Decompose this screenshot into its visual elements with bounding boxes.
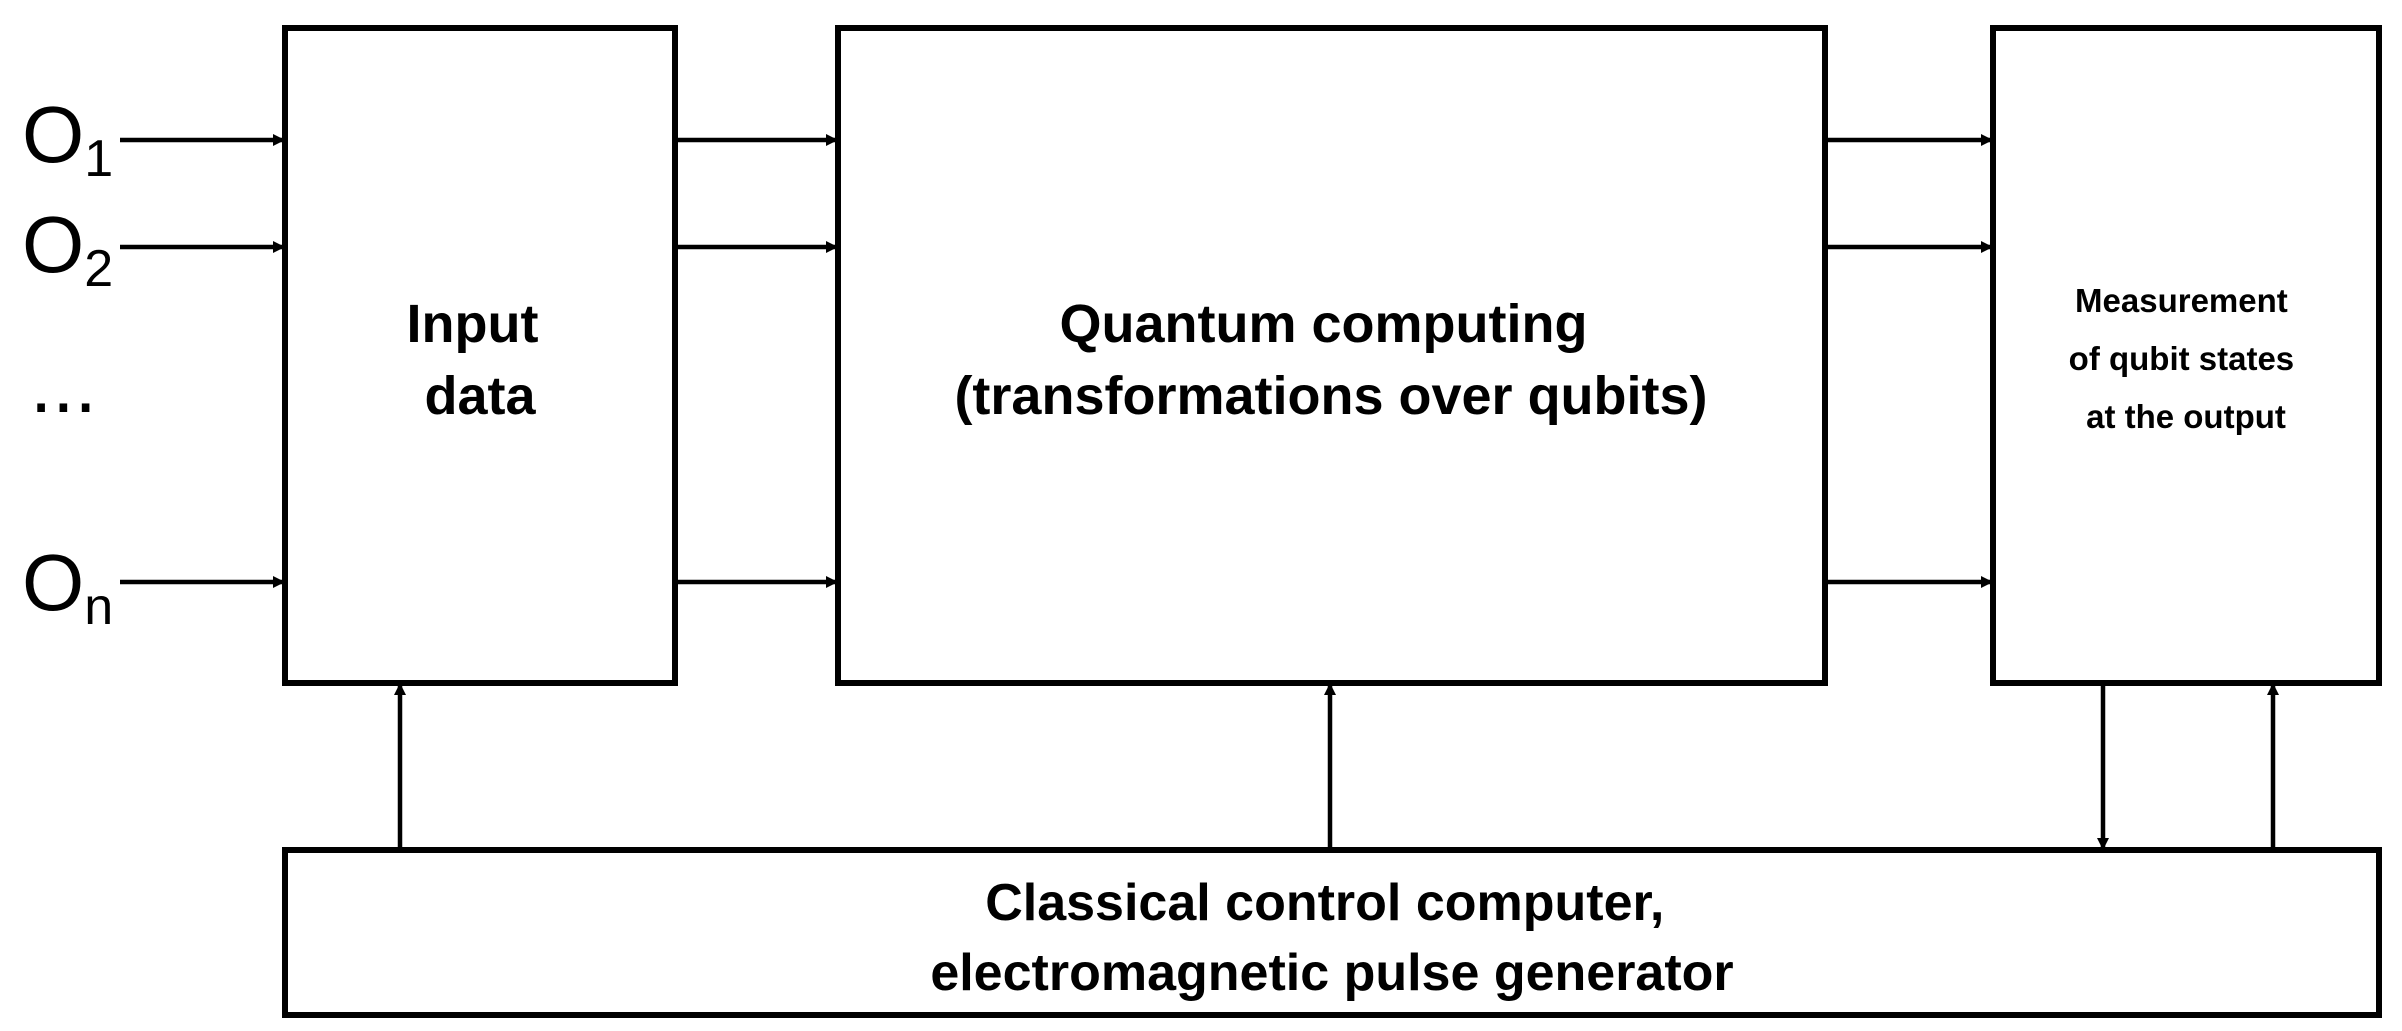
input-label-2: O2 <box>22 200 113 298</box>
quantum-computing-label: Quantum computing (transformations over … <box>954 294 1707 426</box>
quantum-computing-block <box>835 25 1828 686</box>
input-label-1: O1 <box>22 90 113 188</box>
measurement-block <box>1990 25 2382 686</box>
classical-control-block <box>282 847 2382 1018</box>
input-label-n: On <box>22 538 113 636</box>
measurement-label: Measurement of qubit states at the outpu… <box>2069 282 2304 435</box>
ellipsis: ... <box>30 340 97 429</box>
classical-control-label: Classical control computer, electromagne… <box>930 874 1733 1002</box>
input-data-block <box>282 25 678 686</box>
input-data-label: Input data <box>407 294 554 426</box>
